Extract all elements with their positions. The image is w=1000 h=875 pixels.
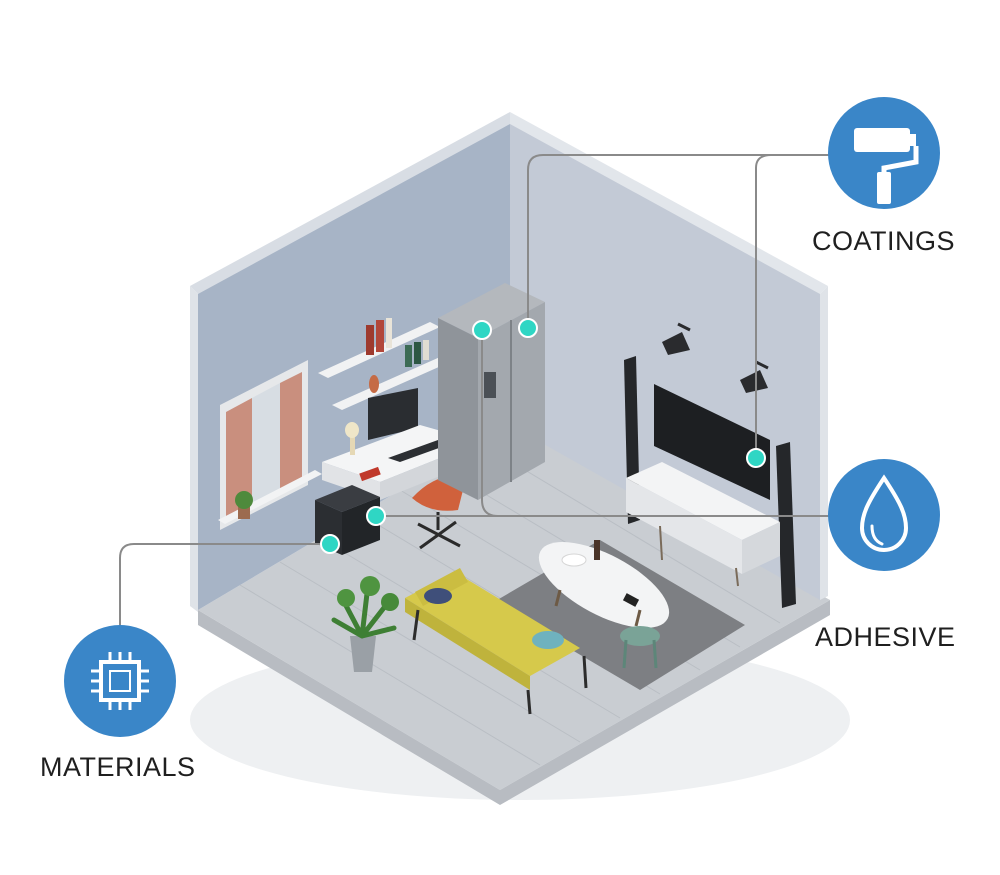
wall-shelves [318, 318, 450, 410]
adhesive-badge[interactable] [828, 459, 940, 571]
hotspot-tv[interactable] [746, 448, 766, 468]
hotspot-desk[interactable] [366, 506, 386, 526]
coatings-label[interactable]: COATINGS [812, 226, 956, 256]
connector-lines [119, 154, 840, 680]
adhesive-label[interactable]: ADHESIVE [815, 622, 956, 652]
hotspot-fridge-left[interactable] [472, 320, 492, 340]
hotspot-printer[interactable] [320, 534, 340, 554]
materials-label[interactable]: MATERIALS [40, 752, 196, 782]
wall-lamps [662, 322, 769, 393]
microchip-icon [91, 652, 149, 710]
side-stool [620, 626, 660, 669]
water-drop-icon [859, 474, 909, 552]
hotspot-fridge-right[interactable] [518, 318, 538, 338]
coatings-badge[interactable] [828, 97, 940, 209]
left-wall-top [190, 112, 510, 294]
left-wall-edge [190, 286, 198, 612]
television [654, 384, 770, 500]
coffee-table [538, 540, 670, 628]
materials-connector [119, 543, 330, 680]
right-wall-top [510, 112, 828, 294]
hotspot-markers [320, 318, 766, 554]
refrigerator [438, 283, 545, 500]
potted-plant [331, 576, 399, 672]
sofa [405, 568, 588, 715]
right-wall-edge [820, 286, 828, 600]
coatings-connector-b [755, 154, 772, 458]
tv-cabinet [626, 462, 780, 587]
paint-roller-icon [854, 128, 919, 204]
coatings-connector-a [527, 154, 840, 328]
sill-plant [235, 491, 253, 519]
materials-badge[interactable] [64, 625, 176, 737]
